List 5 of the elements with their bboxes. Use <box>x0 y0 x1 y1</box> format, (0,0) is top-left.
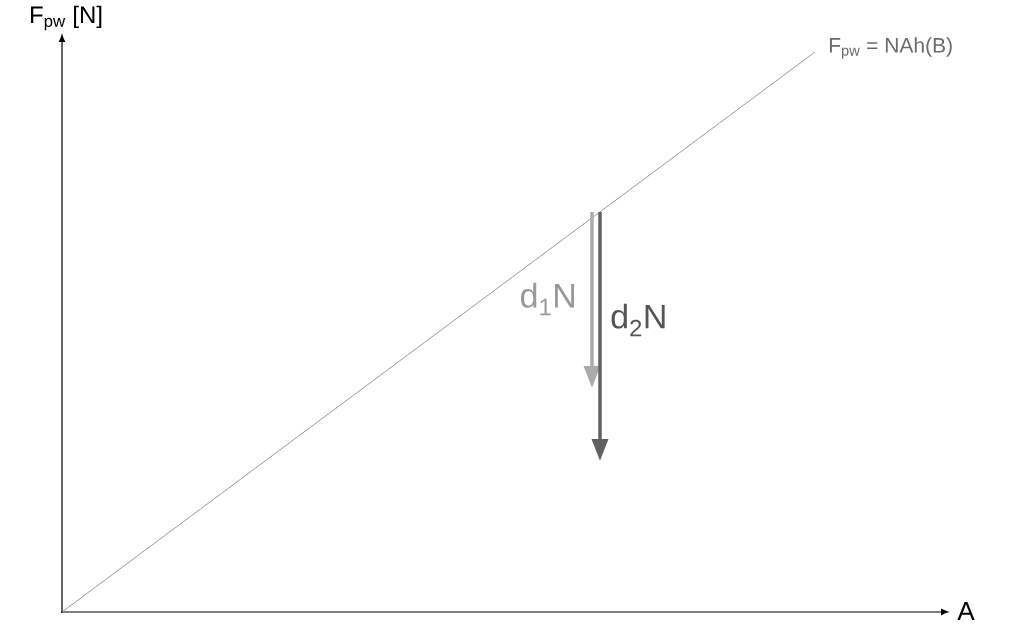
arrow-label: d$_{2}$N <box>611 303 665 337</box>
axis-label: A <box>957 602 975 620</box>
line-label: F$_{pw}$ = NAh(B) <box>829 37 952 59</box>
arrow-label: d$_{1}$N <box>521 282 575 316</box>
axis-label: F$_{pw}$ [N] <box>31 5 102 31</box>
